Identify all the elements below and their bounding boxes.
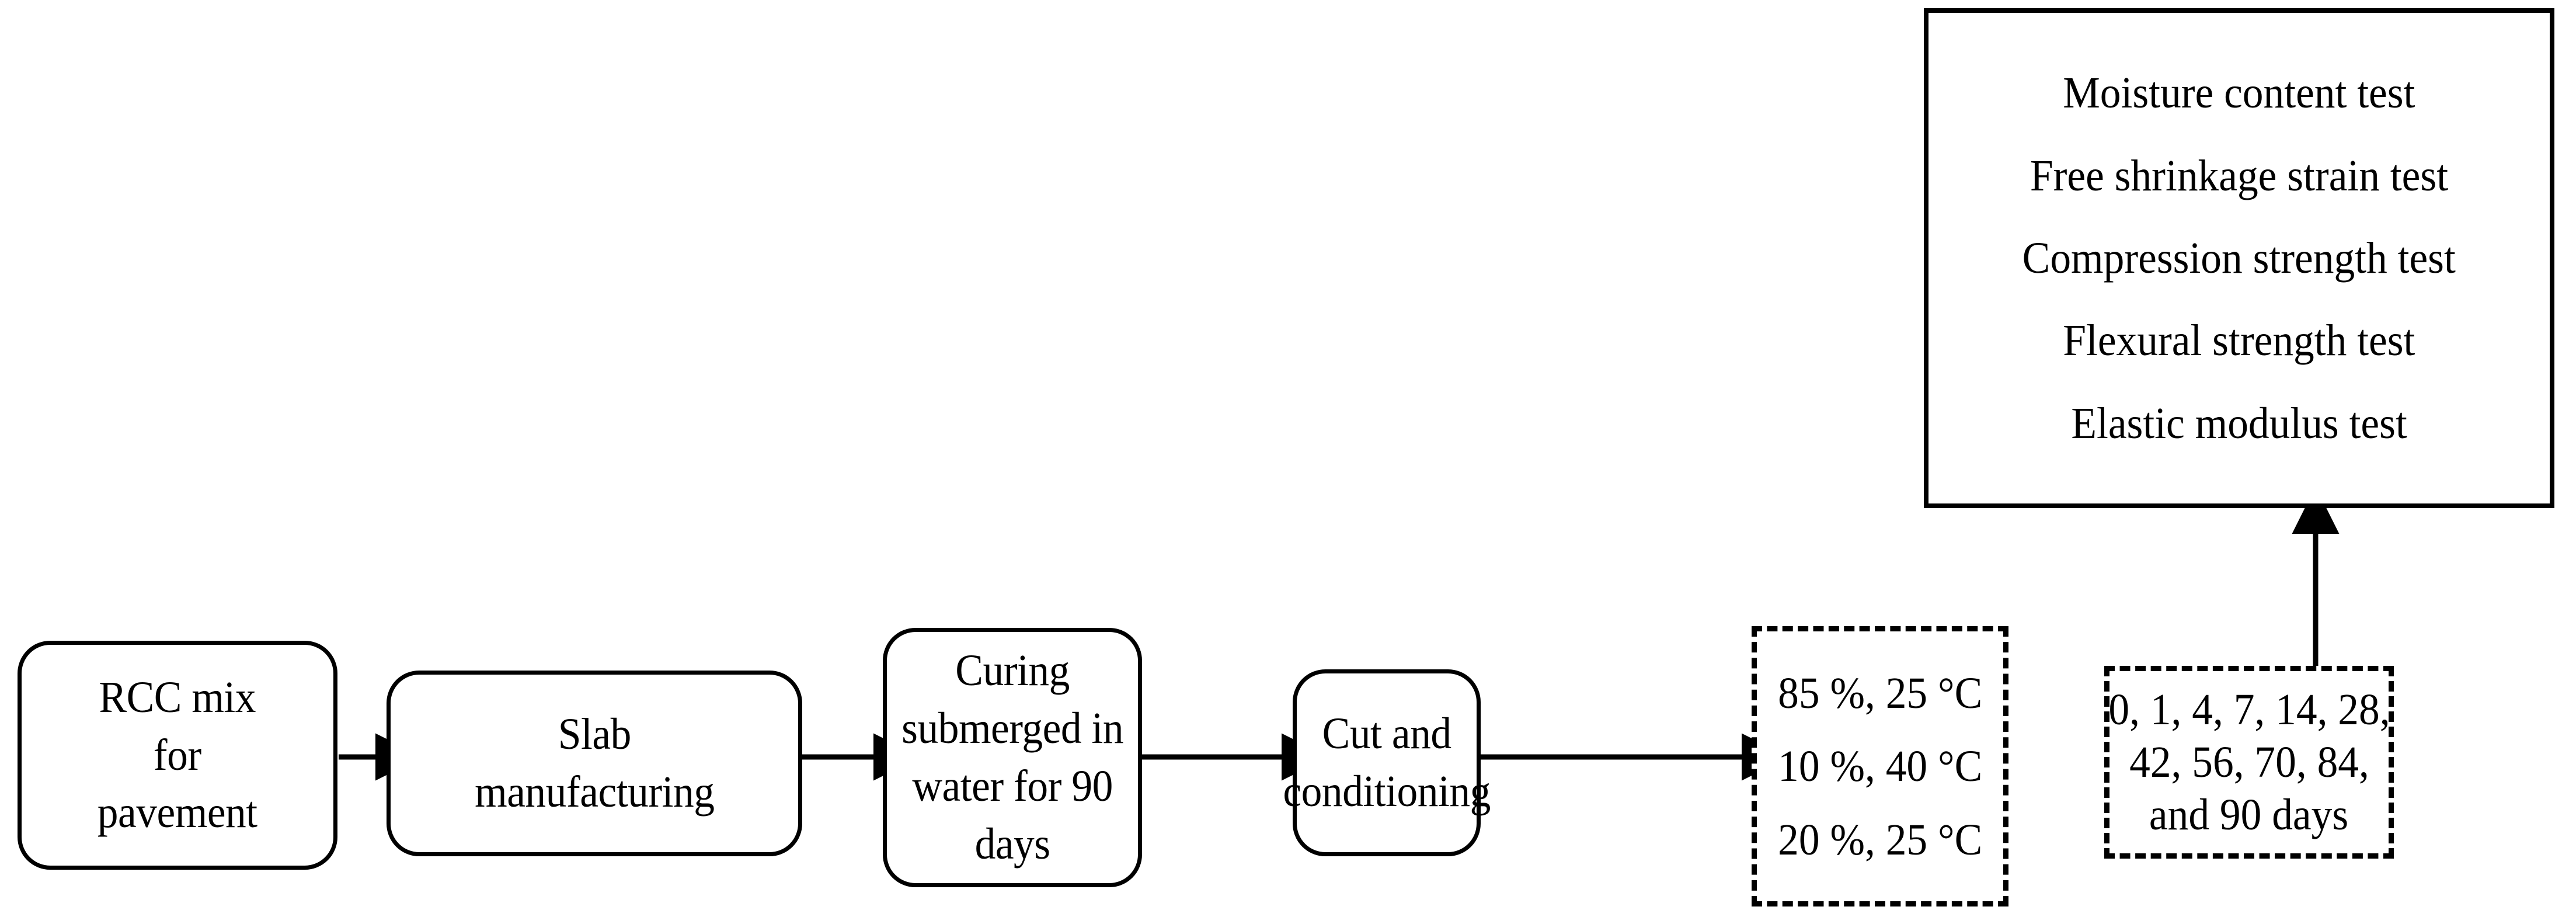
node-cut-conditioning-label: Cut and conditioning — [1283, 709, 1491, 816]
conditions-box[interactable]: 85 %, 25 °C 10 %, 40 °C 20 %, 25 °C — [1752, 626, 2008, 906]
test-item: Compression strength test — [2022, 233, 2456, 283]
node-rcc-mix[interactable]: RCC mix for pavement — [18, 641, 337, 870]
node-slab-manufacturing-label: Slab manufacturing — [474, 710, 715, 817]
condition-line: 20 %, 25 °C — [1777, 815, 1983, 864]
testing-ages-lines: 0, 1, 4, 7, 14, 28, 42, 56, 70, 84, and … — [2108, 679, 2390, 845]
testing-ages-box[interactable]: 0, 1, 4, 7, 14, 28, 42, 56, 70, 84, and … — [2104, 666, 2394, 859]
testing-age-line: and 90 days — [2149, 790, 2349, 839]
tests-box[interactable]: Moisture content test Free shrinkage str… — [1924, 8, 2554, 508]
condition-line: 10 %, 40 °C — [1777, 742, 1983, 791]
test-item: Free shrinkage strain test — [2030, 151, 2449, 200]
conditions-lines: 85 %, 25 °C 10 %, 40 °C 20 %, 25 °C — [1763, 642, 1997, 891]
node-slab-manufacturing[interactable]: Slab manufacturing — [387, 671, 802, 856]
test-item: Moisture content test — [2063, 68, 2415, 118]
test-item: Flexural strength test — [2063, 316, 2415, 366]
testing-age-line: 42, 56, 70, 84, — [2129, 738, 2369, 787]
node-cut-conditioning[interactable]: Cut and conditioning — [1283, 669, 1491, 856]
test-item: Elastic modulus test — [2071, 398, 2407, 448]
node-rcc-mix-label: RCC mix for pavement — [98, 672, 257, 838]
node-curing-label: Curing submerged in water for 90 days — [901, 646, 1123, 869]
testing-age-line: 0, 1, 4, 7, 14, 28, — [2108, 685, 2390, 734]
condition-line: 85 %, 25 °C — [1777, 668, 1983, 718]
node-curing[interactable]: Curing submerged in water for 90 days — [883, 628, 1142, 887]
